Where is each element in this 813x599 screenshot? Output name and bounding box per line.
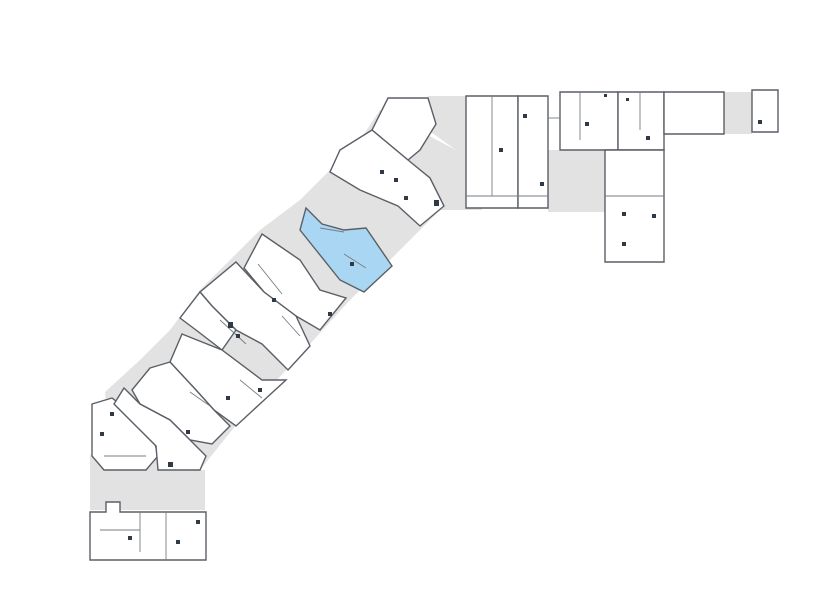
unit-ne-7[interactable]	[751, 89, 779, 133]
northeast-wing	[465, 89, 779, 263]
unit-ne-2[interactable]	[517, 95, 549, 209]
structural-columns	[100, 94, 762, 544]
unit-diag-2[interactable]	[329, 129, 445, 227]
diagonal-wing-upper	[299, 97, 445, 293]
unit-selected[interactable]	[299, 206, 393, 293]
southwest-cluster	[89, 386, 207, 561]
corridor-east-end	[724, 92, 752, 134]
ne-partitions	[466, 92, 664, 197]
mid-partitions	[189, 263, 301, 407]
corridor-south	[90, 470, 205, 510]
unit-ne-5[interactable]	[663, 91, 725, 135]
unit-sw-2[interactable]	[113, 386, 207, 471]
unit-ne-4[interactable]	[617, 91, 665, 151]
corridor-east-mid	[548, 150, 605, 212]
unit-mid-1[interactable]	[243, 232, 348, 331]
unit-ne-3[interactable]	[559, 91, 619, 151]
selected-unit-partitions	[319, 227, 367, 269]
sw-partitions	[100, 455, 167, 560]
diagonal-wing-middle	[131, 232, 348, 445]
unit-ne-6[interactable]	[604, 149, 665, 263]
unit-mid-5[interactable]	[131, 361, 231, 445]
unit-sw-3[interactable]	[89, 501, 207, 561]
